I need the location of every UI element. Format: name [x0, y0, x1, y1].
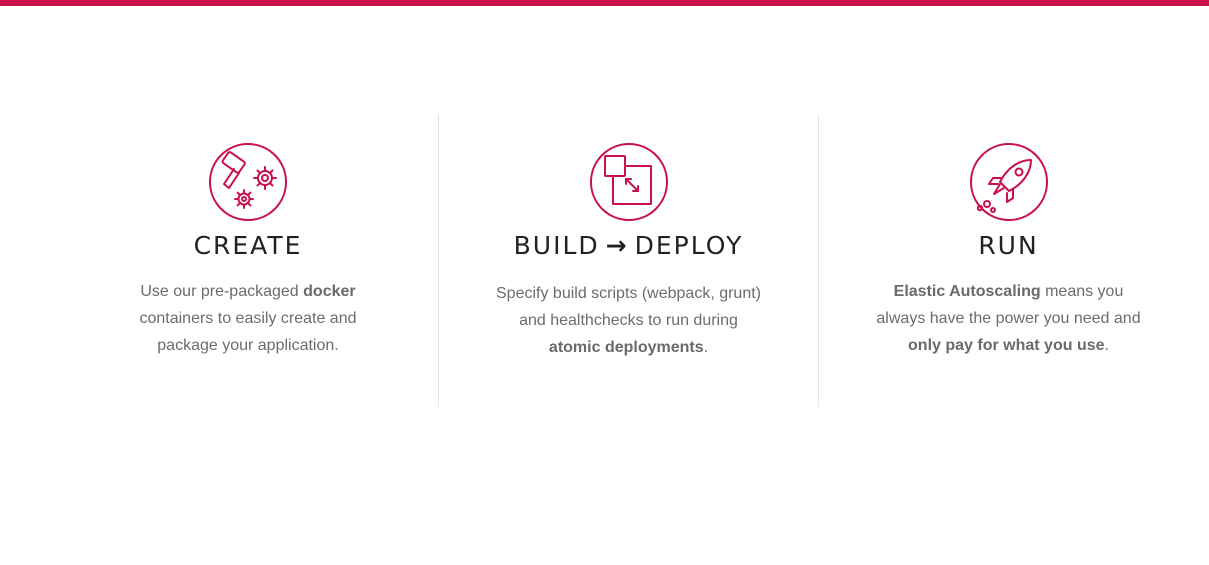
desc-text: package your application. [157, 337, 339, 354]
top-accent-bar [0, 0, 1209, 6]
feature-build-deploy: BUILD→DEPLOY Specify build scripts (webp… [438, 114, 818, 407]
feature-desc-create: Use our pre-packaged docker containers t… [58, 278, 438, 359]
title-build: BUILD [513, 231, 600, 260]
title-deploy: DEPLOY [634, 231, 744, 260]
resize-squares-icon [589, 142, 669, 222]
desc-text: means you [1040, 283, 1124, 300]
feature-desc-run: Elastic Autoscaling means you always hav… [819, 278, 1198, 359]
desc-bold-text: Elastic Autoscaling [893, 283, 1041, 300]
feature-title-create: CREATE [193, 231, 303, 260]
feature-title-build-deploy: BUILD→DEPLOY [439, 230, 818, 262]
desc-bold-text: docker [303, 283, 356, 300]
desc-text: . [703, 339, 709, 356]
desc-text: and healthchecks to run during [519, 312, 738, 329]
feature-create: CREATE Use our pre-packaged docker conta… [58, 114, 438, 407]
features-section: CREATE Use our pre-packaged docker conta… [58, 114, 1198, 407]
desc-text: . [1104, 337, 1109, 354]
desc-text: Use our pre-packaged [140, 283, 304, 300]
desc-text: containers to easily create and [139, 310, 357, 327]
desc-text: always have the power you need and [876, 310, 1141, 327]
feature-title-run: RUN [978, 231, 1039, 260]
feature-desc-build-deploy: Specify build scripts (webpack, grunt) a… [439, 280, 818, 361]
desc-bold-text: atomic deployments [548, 339, 704, 356]
rocket-icon [969, 142, 1049, 222]
hammer-gears-icon [208, 142, 288, 222]
arrow-right-icon: → [605, 231, 629, 260]
desc-text: Specify build scripts (webpack, grunt) [496, 285, 761, 302]
feature-run: RUN Elastic Autoscaling means you always… [818, 114, 1198, 407]
desc-bold-text: only pay for what you use [908, 337, 1105, 354]
